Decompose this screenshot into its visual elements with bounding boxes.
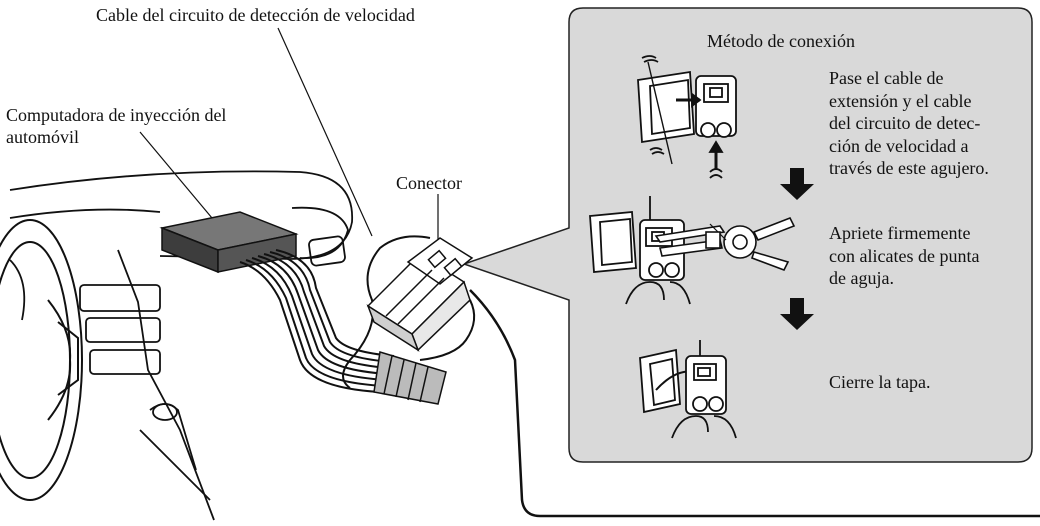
step-line: Pase el cable de bbox=[829, 68, 944, 88]
step-line: través de este agujero. bbox=[829, 158, 989, 178]
step-line: Cierre la tapa. bbox=[829, 372, 931, 392]
leader-lines bbox=[139, 27, 439, 250]
steering-wheel-icon bbox=[0, 219, 83, 501]
step1-drawing bbox=[637, 55, 737, 179]
pliers-icon bbox=[654, 216, 796, 272]
wire-bundle bbox=[373, 351, 447, 405]
speed-cable bbox=[342, 235, 1040, 518]
step-line: ción de velocidad a bbox=[829, 135, 969, 156]
connector-icon bbox=[366, 237, 474, 352]
step-3-text: Cierre la tapa. bbox=[829, 371, 930, 394]
dashboard bbox=[9, 170, 353, 521]
label-ecu-line2: automóvil bbox=[6, 127, 79, 147]
step-2-text: Apriete firmemente con alicates de punta… bbox=[829, 222, 979, 290]
down-arrow-icon bbox=[780, 298, 814, 330]
panel-title: Método de conexión bbox=[707, 31, 855, 51]
step-line: extensión y el cable bbox=[829, 90, 972, 111]
step-line: del circuito de detec- bbox=[829, 113, 981, 133]
step3-drawing bbox=[639, 340, 737, 439]
step-line: de aguja. bbox=[829, 268, 894, 288]
step-1-text: Pase el cable de extensión y el cable de… bbox=[829, 67, 989, 180]
label-connector: Conector bbox=[396, 173, 462, 193]
wire-harness bbox=[239, 249, 395, 393]
step-line: con alicates de punta bbox=[829, 245, 980, 266]
ecu-box-icon bbox=[159, 211, 299, 274]
label-speed-cable: Cable del circuito de detección de veloc… bbox=[96, 5, 415, 25]
label-ecu-line1: Computadora de inyección del bbox=[6, 105, 227, 125]
step-line: Apriete firmemente bbox=[829, 223, 971, 243]
down-arrow-icon bbox=[780, 168, 814, 200]
